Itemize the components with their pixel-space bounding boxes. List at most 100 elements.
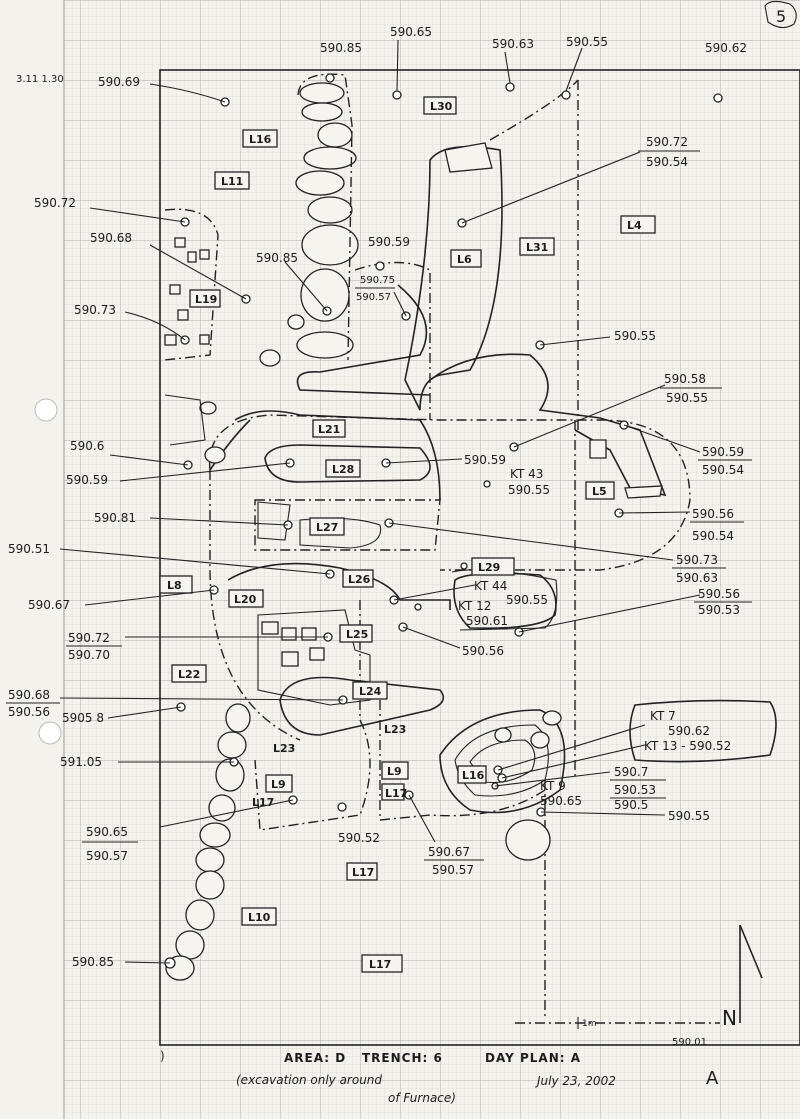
svg-text:L5: L5 [592,485,607,498]
elev-59062: 590.62 [705,41,747,55]
elev-5907: 590.7 [614,765,648,779]
elev-5905: 590.5 [614,798,648,812]
locus-label-l19: L19 [189,289,221,308]
elev-5905-8: 5905 8 [62,711,104,725]
svg-text:L20: L20 [234,593,257,606]
svg-text:L29: L29 [478,561,500,574]
svg-text:L23: L23 [384,723,406,736]
locus-label-l22: L22 [171,664,207,683]
kt9-value: 590.65 [540,794,582,808]
svg-text:L30: L30 [430,100,453,113]
footer-bracket: ) [160,1049,165,1063]
furnace-l16 [439,709,566,861]
locus-label-l21: L21 [312,419,346,438]
locus-label-l8: L8 [159,575,193,594]
locus-outline-l27 [254,499,441,551]
svg-text:L28: L28 [332,463,354,476]
svg-text:L22: L22 [178,668,200,681]
locus-label-l17-box: L17 [381,783,407,801]
locus-outline-l19 [164,208,219,361]
locus-label-l6: L6 [450,249,482,268]
elev-59059-r: 590.59 [702,445,744,459]
elev-59105: 591.05 [60,755,102,769]
elev-59056-c: 590.56 [462,644,504,658]
elev-59075: 590.75 [360,275,395,286]
locus-outline-l20 [209,470,301,741]
svg-text:L4: L4 [627,219,642,232]
locus-label-l23-east: L23 [384,723,406,736]
kt7-label: KT 7 [650,709,676,723]
stone-wall-north [259,82,359,367]
locus-label-l11: L11 [214,171,250,190]
footer-date: July 23, 2002 [535,1074,616,1088]
kt44-label: KT 44 [474,579,507,593]
elev-59052: 590.52 [338,831,380,845]
elev-59072-l11: 590.72 [34,196,76,210]
svg-text:L17: L17 [385,787,407,800]
elev-59069: 590.69 [98,75,140,89]
elev-59067: 590.67 [28,598,70,612]
elev-59085-top: 590.85 [320,41,362,55]
feature-l24 [279,676,445,736]
footer-trench: TRENCH: 6 [362,1051,443,1065]
rubble-l19 [164,237,226,464]
footer-area: AREA: D [284,1051,346,1065]
locus-label-l31: L31 [519,237,555,256]
elev-59055-r2: 590.55 [666,391,708,405]
stone-wall-southwest [165,703,251,981]
locus-label-l28: L28 [325,459,361,478]
footer-corner-letter: A [706,1068,719,1089]
locus-outline-l6 [354,261,431,420]
plan-footer: ) AREA: D TRENCH: 6 DAY PLAN: A (excavat… [160,1049,719,1105]
elev-59055-bot: 590.55 [668,809,710,823]
locus-label-l16-south: L16 [457,765,487,784]
north-arrow: N [722,924,763,1030]
elev-59059-mid: 590.59 [368,235,410,249]
svg-text:L27: L27 [316,521,338,534]
brick-cluster-l25 [257,609,371,706]
svg-text:L17: L17 [252,796,274,809]
elev-59070: 590.70 [68,648,110,662]
locus-label-l29: L29 [471,557,515,576]
svg-text:L9: L9 [387,765,402,778]
punch-hole-upper [34,398,58,422]
svg-text:L25: L25 [346,628,368,641]
kt43-label: KT 43 [510,467,543,481]
kt43-value: 590.55 [508,483,550,497]
trench-boundary [159,69,800,1046]
footer-note-line1: (excavation only around [236,1073,382,1087]
elevation-points [59,39,723,969]
elev-59067-b: 590.67 [428,845,470,859]
footer-note-line2: of Furnace) [388,1091,456,1105]
elev-59055-r: 590.55 [614,329,656,343]
elev-59056-r: 590.56 [692,507,734,521]
l5-outline [429,353,667,497]
furnace-block [444,142,493,173]
footer-plan: DAY PLAN: A [485,1051,581,1065]
kt12-value: 590.61 [466,614,508,628]
punch-hole-lower [38,721,62,745]
elev-59063: 590.63 [492,37,534,51]
elev-59085-mid: 590.85 [256,251,298,265]
locus-label-l10: L10 [241,907,277,926]
svg-text:L9: L9 [271,778,286,791]
elev-59053-r: 590.53 [698,603,740,617]
page-number: 5 [764,0,797,29]
locus-label-l17-center: L17 [346,862,378,881]
elev-59073: 590.73 [74,303,116,317]
elev-59054-r: 590.54 [702,463,744,477]
locus-outline-l9 [379,700,546,821]
elev-59056-r3: 590.56 [698,587,740,601]
locus-label-l24: L24 [352,681,388,700]
kt9-label: KT 9 [540,779,566,793]
elev-59059-left: 590.59 [66,473,108,487]
svg-text:L19: L19 [195,293,217,306]
elev-59068-l: 590.68 [8,688,50,702]
elevation-labels: 590.85 590.65 590.63 590.55 590.62 590.6… [6,25,752,969]
locus-outline-l30 [489,79,579,141]
locus-label-l25: L25 [339,624,373,643]
kt7-value: 590.62 [668,724,710,738]
elev-59072-l25: 590.72 [68,631,110,645]
svg-text:L8: L8 [167,579,182,592]
